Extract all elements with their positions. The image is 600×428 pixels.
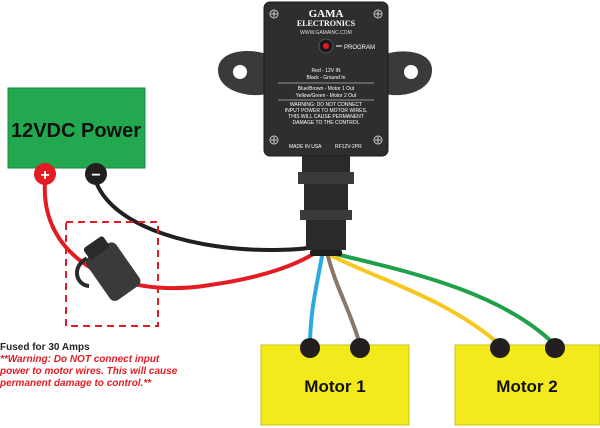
svg-text:ELECTRONICS: ELECTRONICS <box>297 19 356 28</box>
svg-text:RF12V-2PR: RF12V-2PR <box>335 144 362 150</box>
svg-text:THIS WILL CAUSE PERMANENT: THIS WILL CAUSE PERMANENT <box>288 114 364 120</box>
svg-text:DAMAGE TO THE CONTROL: DAMAGE TO THE CONTROL <box>293 120 360 126</box>
negative-terminal: − <box>85 163 107 185</box>
fuse-note-title: Fused for 30 Amps <box>0 342 90 353</box>
svg-text:−: − <box>91 167 100 184</box>
mount-hole-right <box>404 65 418 79</box>
fuse-holder-icon <box>75 236 141 301</box>
controller: GAMA ELECTRONICS WWW.GAMAINC.COM PROGRAM… <box>218 1 432 256</box>
svg-text:WARNING: DO NOT CONNECT: WARNING: DO NOT CONNECT <box>290 102 362 108</box>
svg-text:Black - Ground In: Black - Ground In <box>307 75 346 81</box>
motor-1-terminal-b <box>350 338 370 358</box>
fuse-note: Fused for 30 Amps **Warning: Do NOT conn… <box>0 342 260 390</box>
motor-2-terminal-a <box>490 338 510 358</box>
svg-text:PROGRAM: PROGRAM <box>344 45 375 51</box>
svg-text:GAMA: GAMA <box>309 8 344 20</box>
motor-2-terminal-b <box>545 338 565 358</box>
svg-text:Yellow/Green - Motor 2 Out: Yellow/Green - Motor 2 Out <box>296 93 357 99</box>
fuse-outline <box>65 221 159 327</box>
fuse-warning-line-2: power to motor wires. This will cause <box>0 366 178 377</box>
motor-1-label: Motor 1 <box>304 377 365 396</box>
program-led-icon <box>323 43 329 49</box>
red-wire <box>42 180 324 291</box>
svg-text:Blue/Brown - Motor 1 Out: Blue/Brown - Motor 1 Out <box>298 86 355 92</box>
power-label: 12VDC Power <box>11 120 141 142</box>
svg-text:+: + <box>40 167 49 184</box>
black-wire <box>94 180 324 253</box>
power-supply: 12VDC Power <box>7 87 146 169</box>
green-wire <box>334 252 557 347</box>
positive-terminal: + <box>34 163 56 185</box>
motor-2: Motor 2 <box>454 344 600 426</box>
motor-1: Motor 1 <box>260 344 410 426</box>
blue-wire <box>308 254 324 347</box>
motor-2-label: Motor 2 <box>496 377 557 396</box>
fuse-warning-line-1: **Warning: Do NOT connect input <box>0 354 160 365</box>
mount-hole-left <box>233 65 247 79</box>
motor-terminals <box>300 338 565 358</box>
svg-text:INPUT POWER TO MOTOR WIRES.: INPUT POWER TO MOTOR WIRES. <box>285 108 367 114</box>
brown-wire <box>326 254 362 347</box>
corner-screws <box>269 9 383 145</box>
cable-connector <box>298 156 354 256</box>
svg-text:MADE IN USA: MADE IN USA <box>289 144 322 150</box>
motor-1-terminal-a <box>300 338 320 358</box>
svg-text:Red - 12V IN: Red - 12V IN <box>312 68 341 74</box>
svg-text:WWW.GAMAINC.COM: WWW.GAMAINC.COM <box>300 30 352 36</box>
fuse <box>65 221 159 327</box>
fuse-warning-line-3: permanent damage to control.** <box>0 378 152 389</box>
yellow-wire <box>330 254 502 347</box>
